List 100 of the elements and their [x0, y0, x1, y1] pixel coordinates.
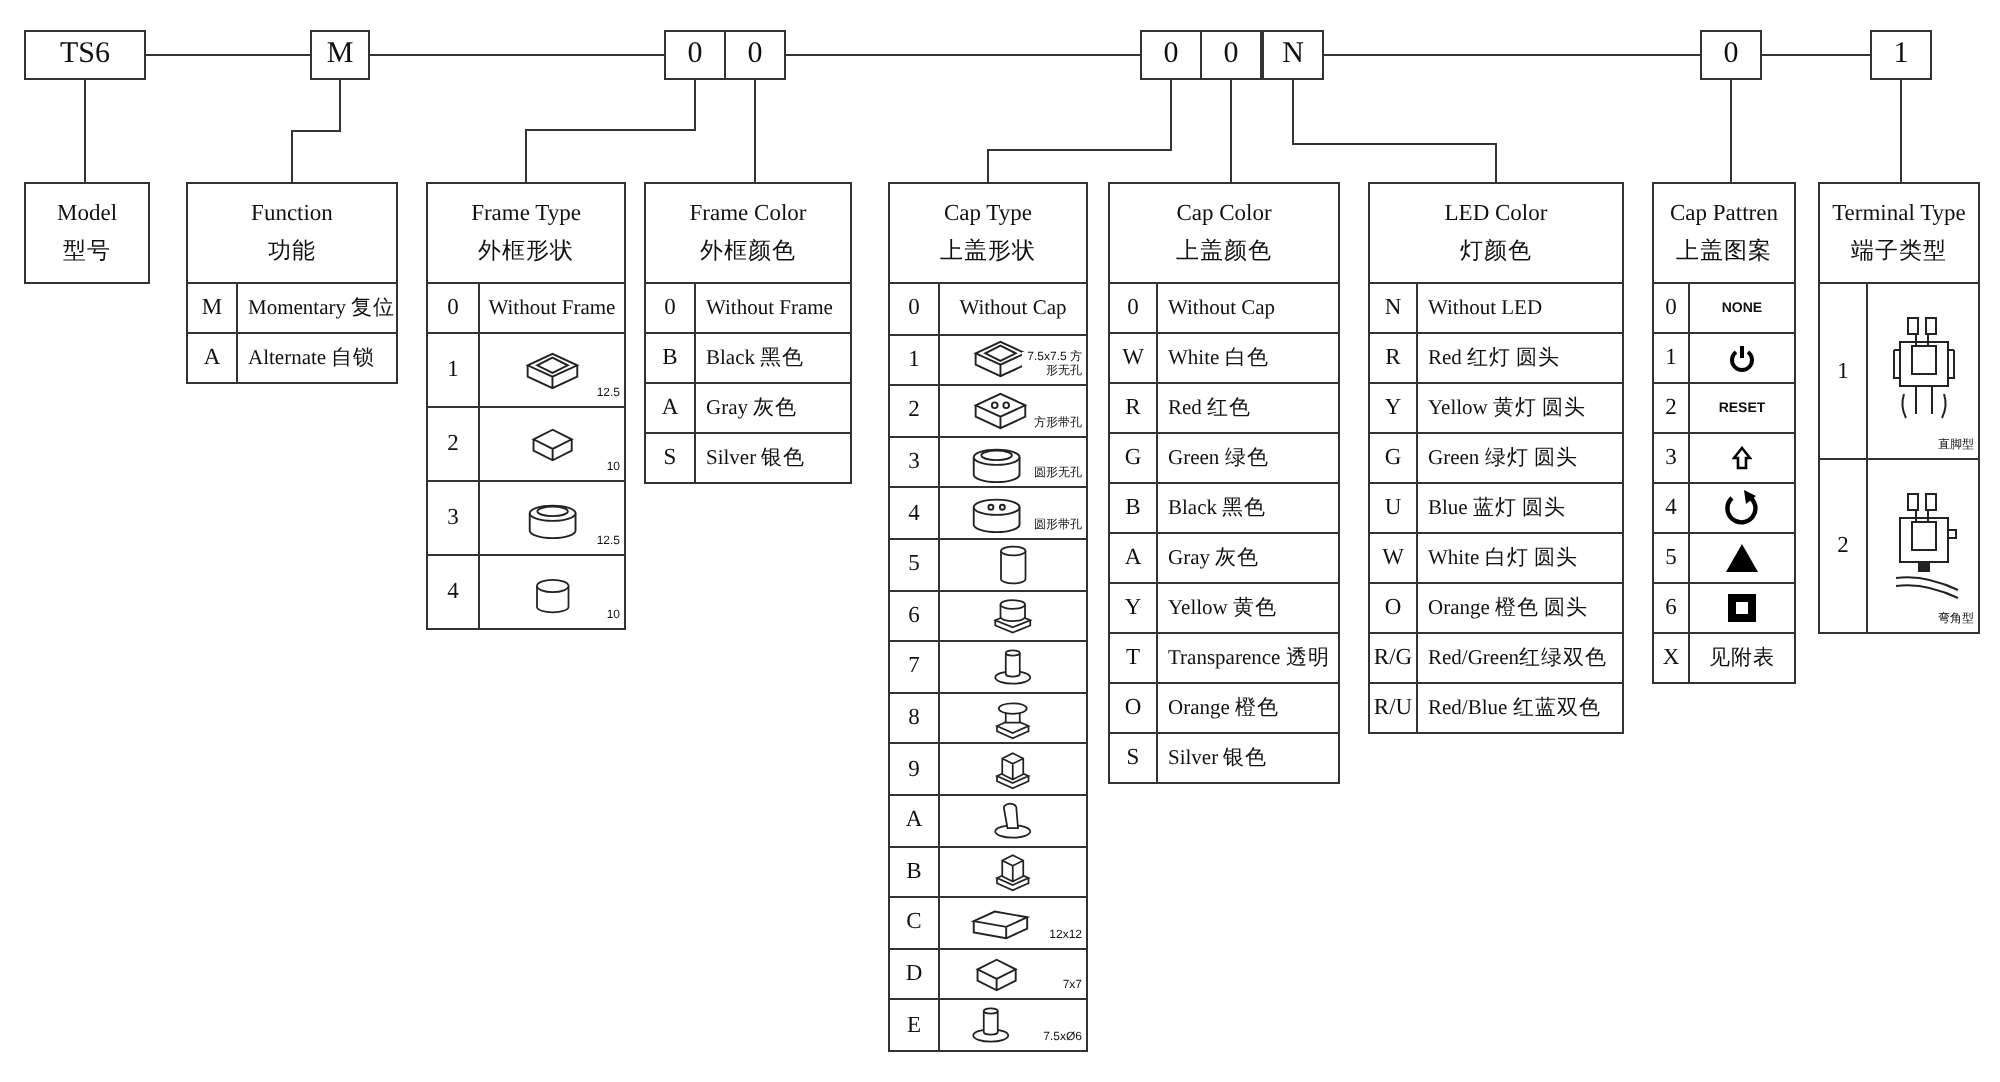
option-code: 3 [447, 506, 459, 530]
connector-line [1292, 79, 1497, 183]
option-code: R/U [1373, 696, 1413, 720]
option-code: R [1125, 396, 1141, 420]
code-segment-box: 0 [724, 30, 786, 80]
option-text: Alternate 自锁 [248, 345, 376, 372]
option-text: Silver 银色 [1168, 745, 1268, 772]
option-text: Momentary 复位 [248, 295, 396, 322]
option-table [1108, 182, 1340, 784]
option-code: E [906, 1013, 922, 1038]
option-code: 2 [908, 398, 920, 423]
option-code: A [1124, 546, 1142, 570]
connector-line [1730, 79, 1732, 183]
option-text: Black 黑色 [706, 345, 805, 372]
code-segment-box: 0 [1200, 30, 1262, 80]
option-table [186, 182, 398, 384]
table-heading: Cap Pattren [1670, 201, 1778, 225]
option-code: B [1125, 496, 1141, 520]
option-code: W [1382, 546, 1404, 570]
option-code: 9 [908, 757, 920, 782]
option-code: M [201, 296, 223, 320]
option-text: Orange 橙色 圆头 [1428, 594, 1589, 622]
option-code: 1 [908, 347, 920, 372]
option-text: Blue 蓝灯 圆头 [1428, 494, 1567, 522]
option-code: O [1384, 596, 1402, 620]
option-code: 0 [1127, 296, 1139, 320]
option-table [24, 182, 150, 284]
option-code: S [1126, 746, 1140, 770]
code-segment-box: M [310, 30, 370, 80]
option-text: Without LED [1428, 297, 1543, 319]
code-segment-box: 0 [1700, 30, 1762, 80]
option-code: G [1384, 446, 1402, 470]
option-code: Y [1124, 596, 1142, 620]
table-heading: 上盖图案 [1676, 236, 1772, 265]
connector-line [1230, 79, 1232, 183]
option-table [1368, 182, 1624, 734]
table-heading: Frame Type [471, 201, 581, 225]
option-text: Green 绿灯 圆头 [1428, 444, 1578, 472]
table-heading: 灯颜色 [1460, 237, 1532, 265]
table-heading: Model [56, 201, 118, 225]
option-code: A [905, 808, 923, 833]
option-table [1652, 182, 1796, 684]
connector-line [754, 79, 756, 183]
table-heading: Terminal Type [1832, 201, 1966, 225]
option-text: Without Cap [1168, 297, 1276, 319]
option-code: 0 [1665, 296, 1677, 320]
option-code: 2 [1837, 534, 1849, 558]
option-text: Orange 橙色 [1168, 695, 1280, 722]
connector-line [291, 79, 341, 183]
option-code: 5 [1665, 546, 1677, 570]
option-code: 6 [908, 603, 920, 628]
option-text: Gray 灰色 [706, 395, 798, 422]
option-text: Gray 灰色 [1168, 545, 1260, 572]
option-text: Without Frame [706, 297, 833, 319]
option-code: 1 [1665, 346, 1677, 370]
table-heading: 端子类型 [1851, 237, 1947, 265]
option-text: White 白色 [1168, 345, 1269, 372]
table-heading: 外框颜色 [700, 237, 796, 265]
connector-line [84, 79, 86, 183]
option-code: D [905, 962, 923, 987]
option-code: 6 [1665, 596, 1677, 620]
option-text: Red 红色 [1168, 395, 1252, 422]
table-heading: Frame Color [689, 201, 807, 225]
option-code: 4 [1665, 496, 1677, 520]
table-heading: 功能 [268, 237, 316, 265]
option-code: N [1384, 296, 1402, 320]
option-text: Black 黑色 [1168, 495, 1267, 522]
option-code: 2 [447, 432, 459, 456]
code-segment-box: 0 [1140, 30, 1202, 80]
option-code: 8 [908, 706, 920, 731]
option-text: Red/Green红绿双色 [1428, 645, 1607, 672]
option-code: B [662, 346, 678, 370]
option-code: A [661, 396, 679, 420]
option-text: Without Frame [488, 297, 616, 319]
option-code: G [1124, 446, 1142, 470]
option-text: 见附表 [1709, 644, 1775, 672]
option-text: Transparence 透明 [1168, 645, 1330, 672]
option-code: 4 [908, 501, 920, 526]
option-code: 7 [908, 654, 920, 679]
option-code: R [1385, 346, 1401, 370]
option-table [644, 182, 852, 484]
option-text: Silver 银色 [706, 445, 806, 472]
option-code: X [1662, 646, 1680, 670]
connector-line [525, 79, 696, 183]
option-text: Red 红灯 圆头 [1428, 344, 1561, 372]
option-code: U [1384, 496, 1402, 520]
table-heading: Function [251, 201, 333, 225]
connector-line [1900, 79, 1902, 183]
connector-line [145, 54, 311, 56]
option-code: C [906, 910, 922, 935]
code-segment-box: TS6 [24, 30, 146, 80]
option-text: Yellow 黄色 [1168, 594, 1277, 622]
option-code: R/G [1373, 646, 1413, 670]
option-text: Red/Blue 红蓝双色 [1428, 694, 1601, 722]
option-code: T [1125, 646, 1141, 670]
option-text: Green 绿色 [1168, 445, 1269, 472]
connector-line [369, 54, 665, 56]
option-code: 2 [1665, 396, 1677, 420]
table-heading: Cap Type [943, 201, 1033, 225]
option-code: B [906, 859, 922, 884]
